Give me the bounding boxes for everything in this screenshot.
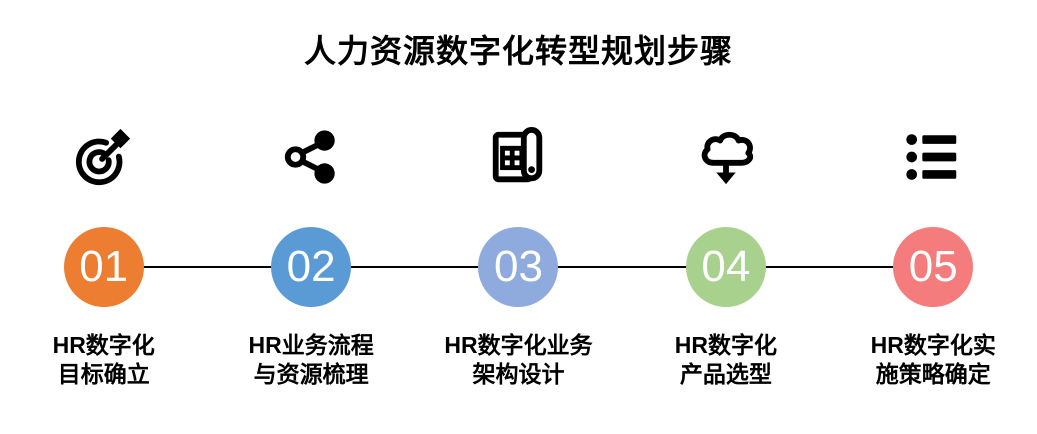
step-number: 01 — [79, 242, 129, 291]
step-number: 02 — [286, 242, 336, 291]
step-number-badge: 03 — [478, 227, 559, 307]
cloud-download-icon — [695, 124, 757, 190]
step-4: 04 HR数字化 产品选型 — [622, 124, 829, 389]
step-label: HR业务流程 与资源梳理 — [248, 332, 374, 387]
step-number: 05 — [908, 242, 958, 291]
step-5: 05 HR数字化实 施策略确定 — [830, 124, 1037, 389]
step-number-badge: 01 — [63, 227, 144, 307]
page-title: 人力资源数字化转型规划步骤 — [303, 33, 733, 69]
step-2: 02 HR业务流程 与资源梳理 — [207, 124, 414, 389]
step-label: HR数字化业务 架构设计 — [444, 332, 593, 387]
step-label: HR数字化 产品选型 — [674, 332, 777, 387]
list-icon — [902, 124, 964, 190]
share-network-icon — [280, 124, 342, 190]
steps-row: 01 HR数字化 目标确立 02 HR业务流程 — [0, 124, 1037, 389]
step-number: 04 — [701, 242, 751, 291]
step-label: HR数字化实 施策略确定 — [870, 332, 996, 387]
blueprint-icon — [487, 124, 549, 190]
step-label: HR数字化 目标确立 — [52, 332, 155, 387]
step-number-badge: 05 — [893, 227, 974, 307]
step-number-badge: 04 — [685, 227, 766, 307]
step-number: 03 — [493, 242, 543, 291]
target-dart-icon — [73, 124, 135, 190]
step-number-badge: 02 — [271, 227, 352, 307]
step-1: 01 HR数字化 目标确立 — [0, 124, 207, 389]
step-3: 03 HR数字化业务 架构设计 — [415, 124, 622, 389]
